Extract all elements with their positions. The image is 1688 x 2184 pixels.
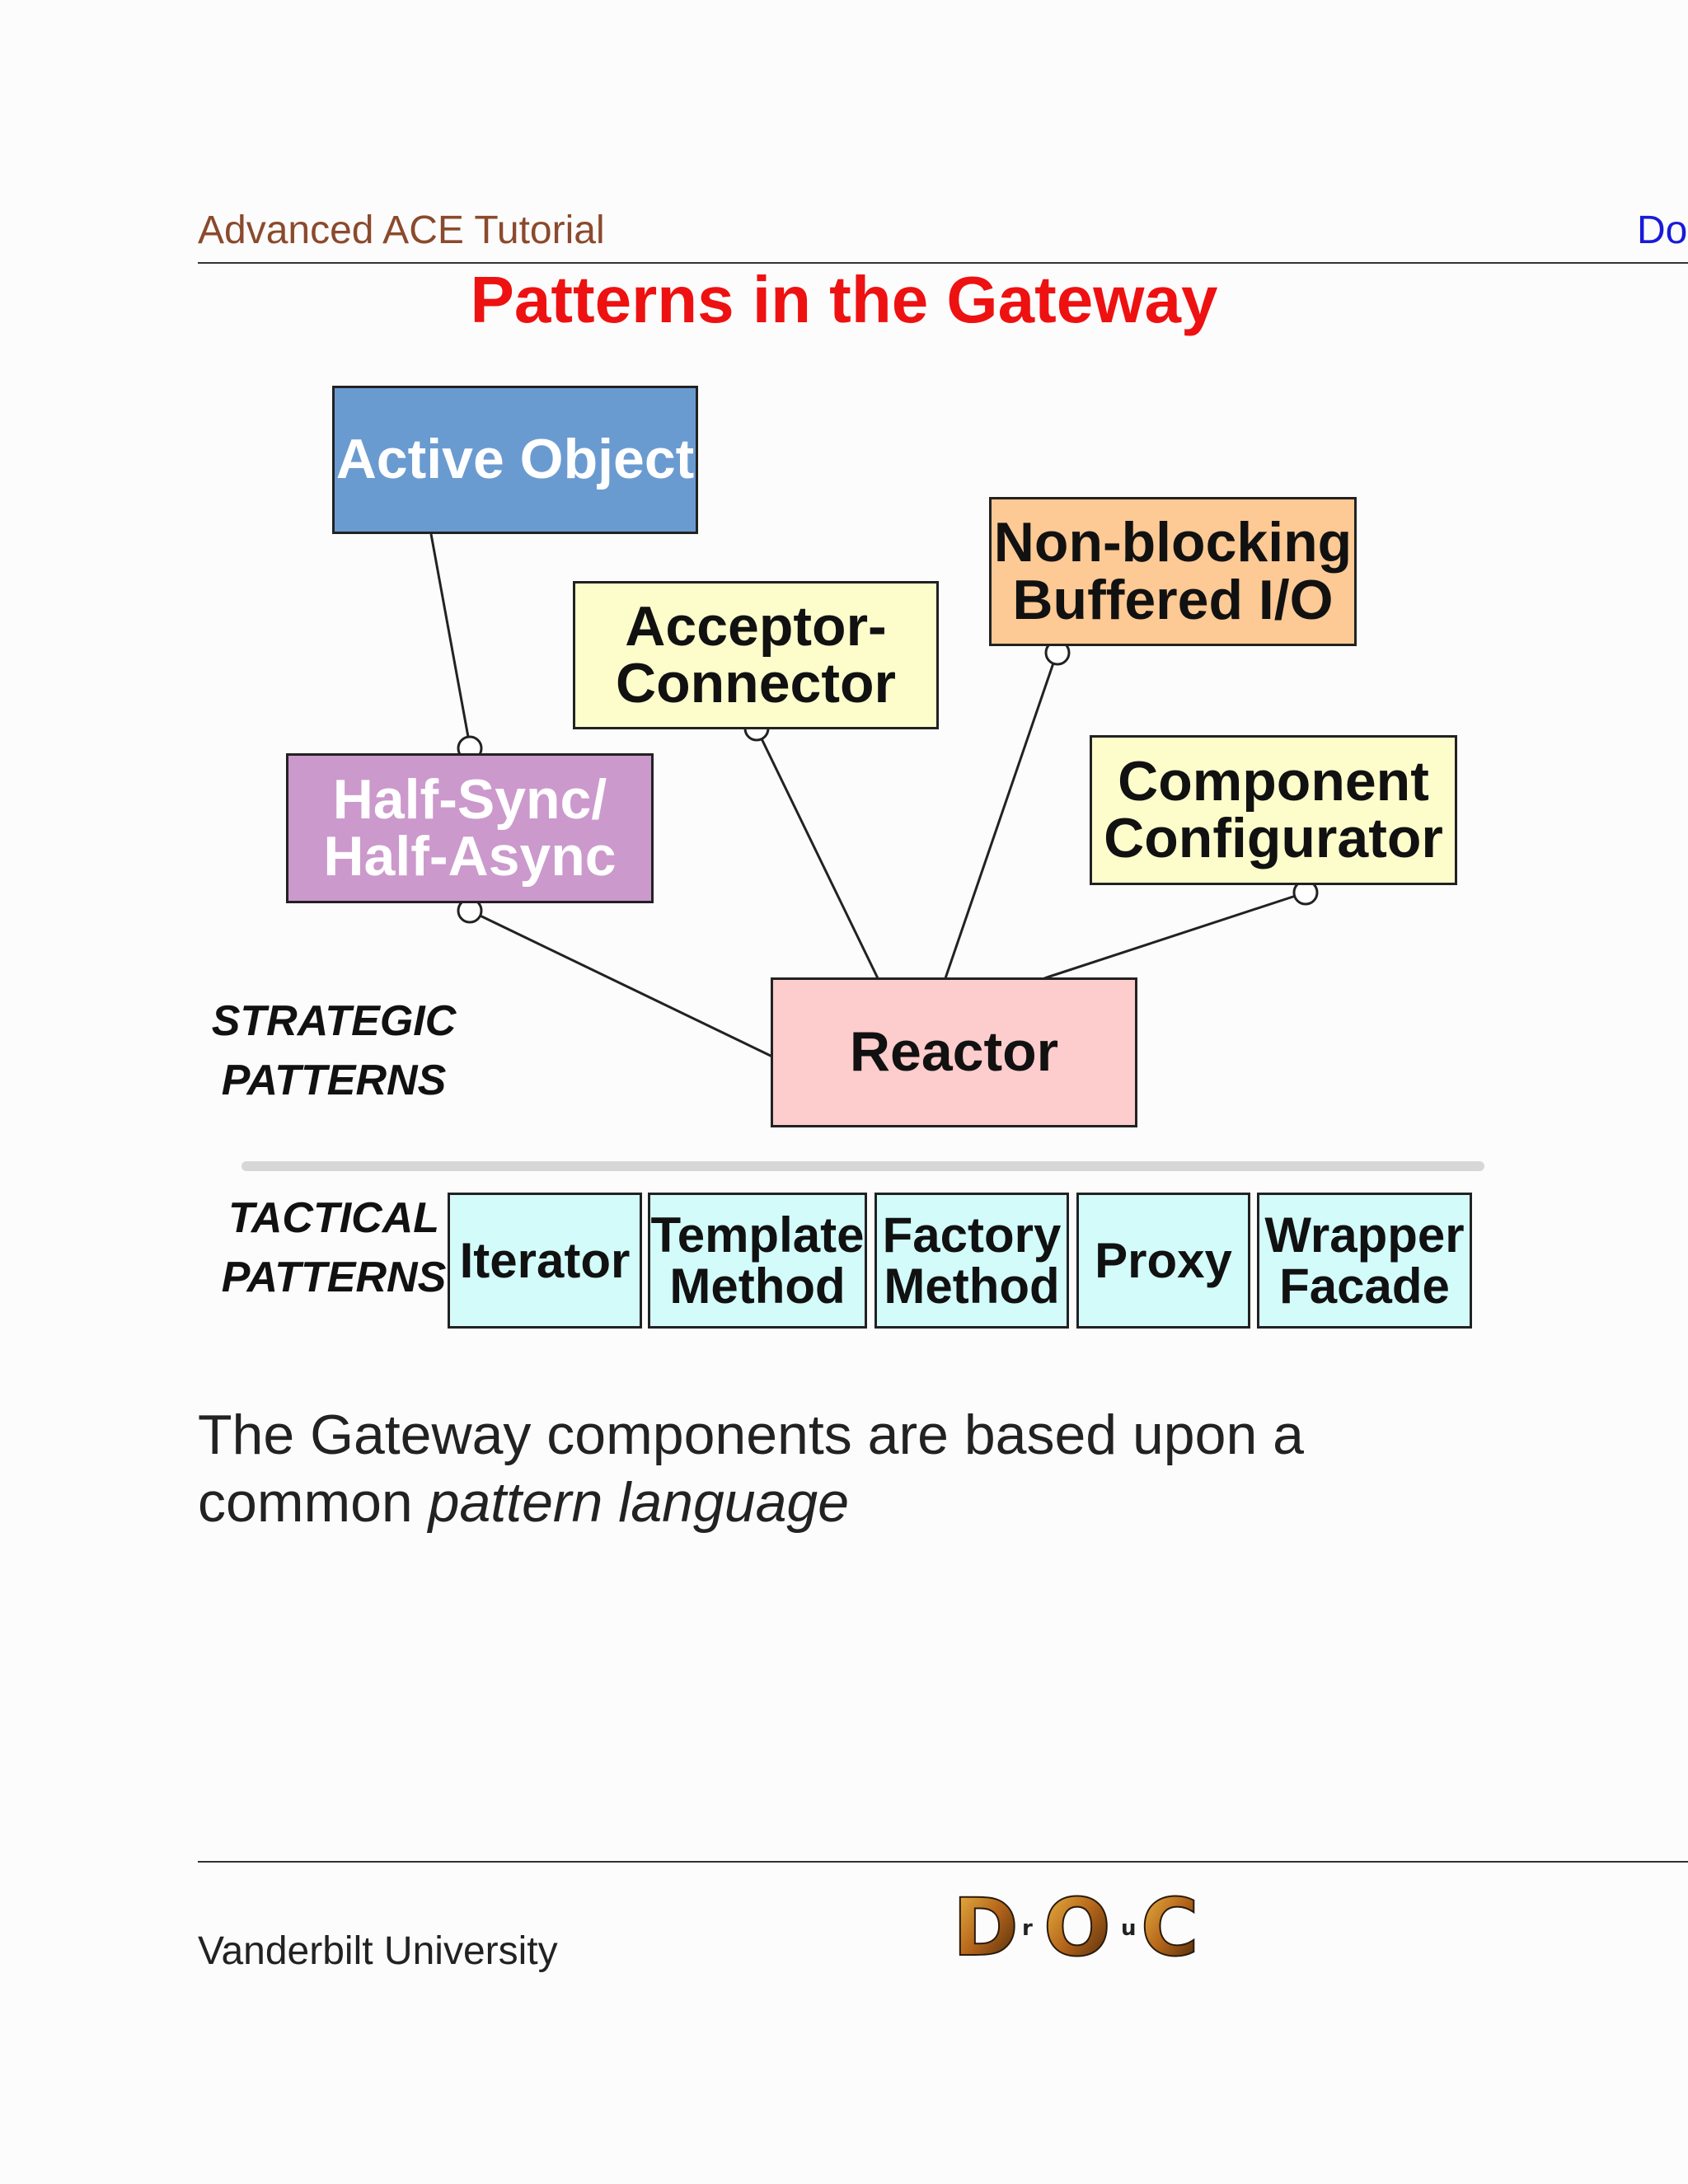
tactical-label-line2: PATTERNS [221,1254,447,1301]
component-configurator-line1: Component [1118,749,1429,813]
footer-university: Vanderbilt University [198,1929,558,1973]
tactical-patterns-label: TACTICAL PATTERNS [214,1188,453,1307]
template-method-line1: Template [650,1207,865,1263]
header-rule [198,262,1688,264]
header-title: Advanced ACE Tutorial [198,209,605,252]
factory-method-line1: Factory [882,1207,1062,1263]
logo-letter-u: u [1121,1916,1137,1941]
template-method-box: Template Method [648,1193,867,1329]
line-halfsync-reactor [469,909,773,1058]
logo-letter-o: O [1043,1887,1111,1970]
non-blocking-box: Non-blocking Buffered I/O [989,497,1357,646]
proxy-box: Proxy [1076,1193,1250,1329]
doc-group-logo: D r O u C [952,1887,1199,1970]
logo-letter-c: C [1141,1887,1198,1970]
logo-letter-d: D [953,1887,1019,1970]
body-line2: common pattern language [198,1469,1599,1536]
slide-title: Patterns in the Gateway [470,263,1218,336]
header-link[interactable]: Do [1637,209,1688,252]
acceptor-connector-box: Acceptor- Connector [573,581,939,729]
half-sync-line2: Half-Async [323,825,617,888]
component-configurator-line2: Configurator [1104,807,1443,869]
tactical-label-line1: TACTICAL [227,1194,440,1242]
reactor-box: Reactor [771,977,1137,1127]
active-object-box: Active Object [332,386,698,534]
active-object-label: Active Object [335,428,695,491]
line-nonblocking-reactor [944,650,1059,979]
factory-method-line2: Method [884,1258,1060,1314]
footer-rule [198,1861,1688,1863]
line-acceptor-reactor [755,728,879,979]
reactor-label: Reactor [849,1020,1059,1084]
strategic-patterns-label: STRATEGIC PATTERNS [206,991,462,1110]
body-line2-italic: pattern language [428,1471,850,1534]
half-sync-box: Half-Sync/ Half-Async [286,753,654,903]
logo-letter-r: r [1022,1916,1033,1941]
factory-method-box: Factory Method [874,1193,1069,1329]
non-blocking-line2: Buffered I/O [1012,568,1334,631]
strategic-label-line1: STRATEGIC [211,997,457,1045]
template-method-line2: Method [669,1258,846,1314]
body-text: The Gateway components are based upon a … [198,1401,1599,1536]
strategic-label-line2: PATTERNS [221,1057,447,1104]
half-sync-line1: Half-Sync/ [332,767,607,831]
iterator-box: Iterator [448,1193,642,1329]
line-configurator-reactor [1043,891,1306,980]
proxy-label: Proxy [1095,1232,1232,1288]
component-configurator-box: Component Configurator [1090,735,1457,885]
pattern-separator [241,1161,1484,1171]
wrapper-facade-line1: Wrapper [1264,1207,1465,1263]
acceptor-connector-line2: Connector [616,652,896,715]
wrapper-facade-box: Wrapper Facade [1257,1193,1472,1329]
acceptor-connector-line1: Acceptor- [625,594,887,658]
wrapper-facade-line2: Facade [1279,1258,1450,1314]
line-active-halfsync [429,533,471,747]
body-line2-plain: common [198,1471,429,1534]
non-blocking-line1: Non-blocking [993,511,1353,574]
body-line1: The Gateway components are based upon a [198,1404,1304,1466]
iterator-label: Iterator [459,1232,631,1288]
